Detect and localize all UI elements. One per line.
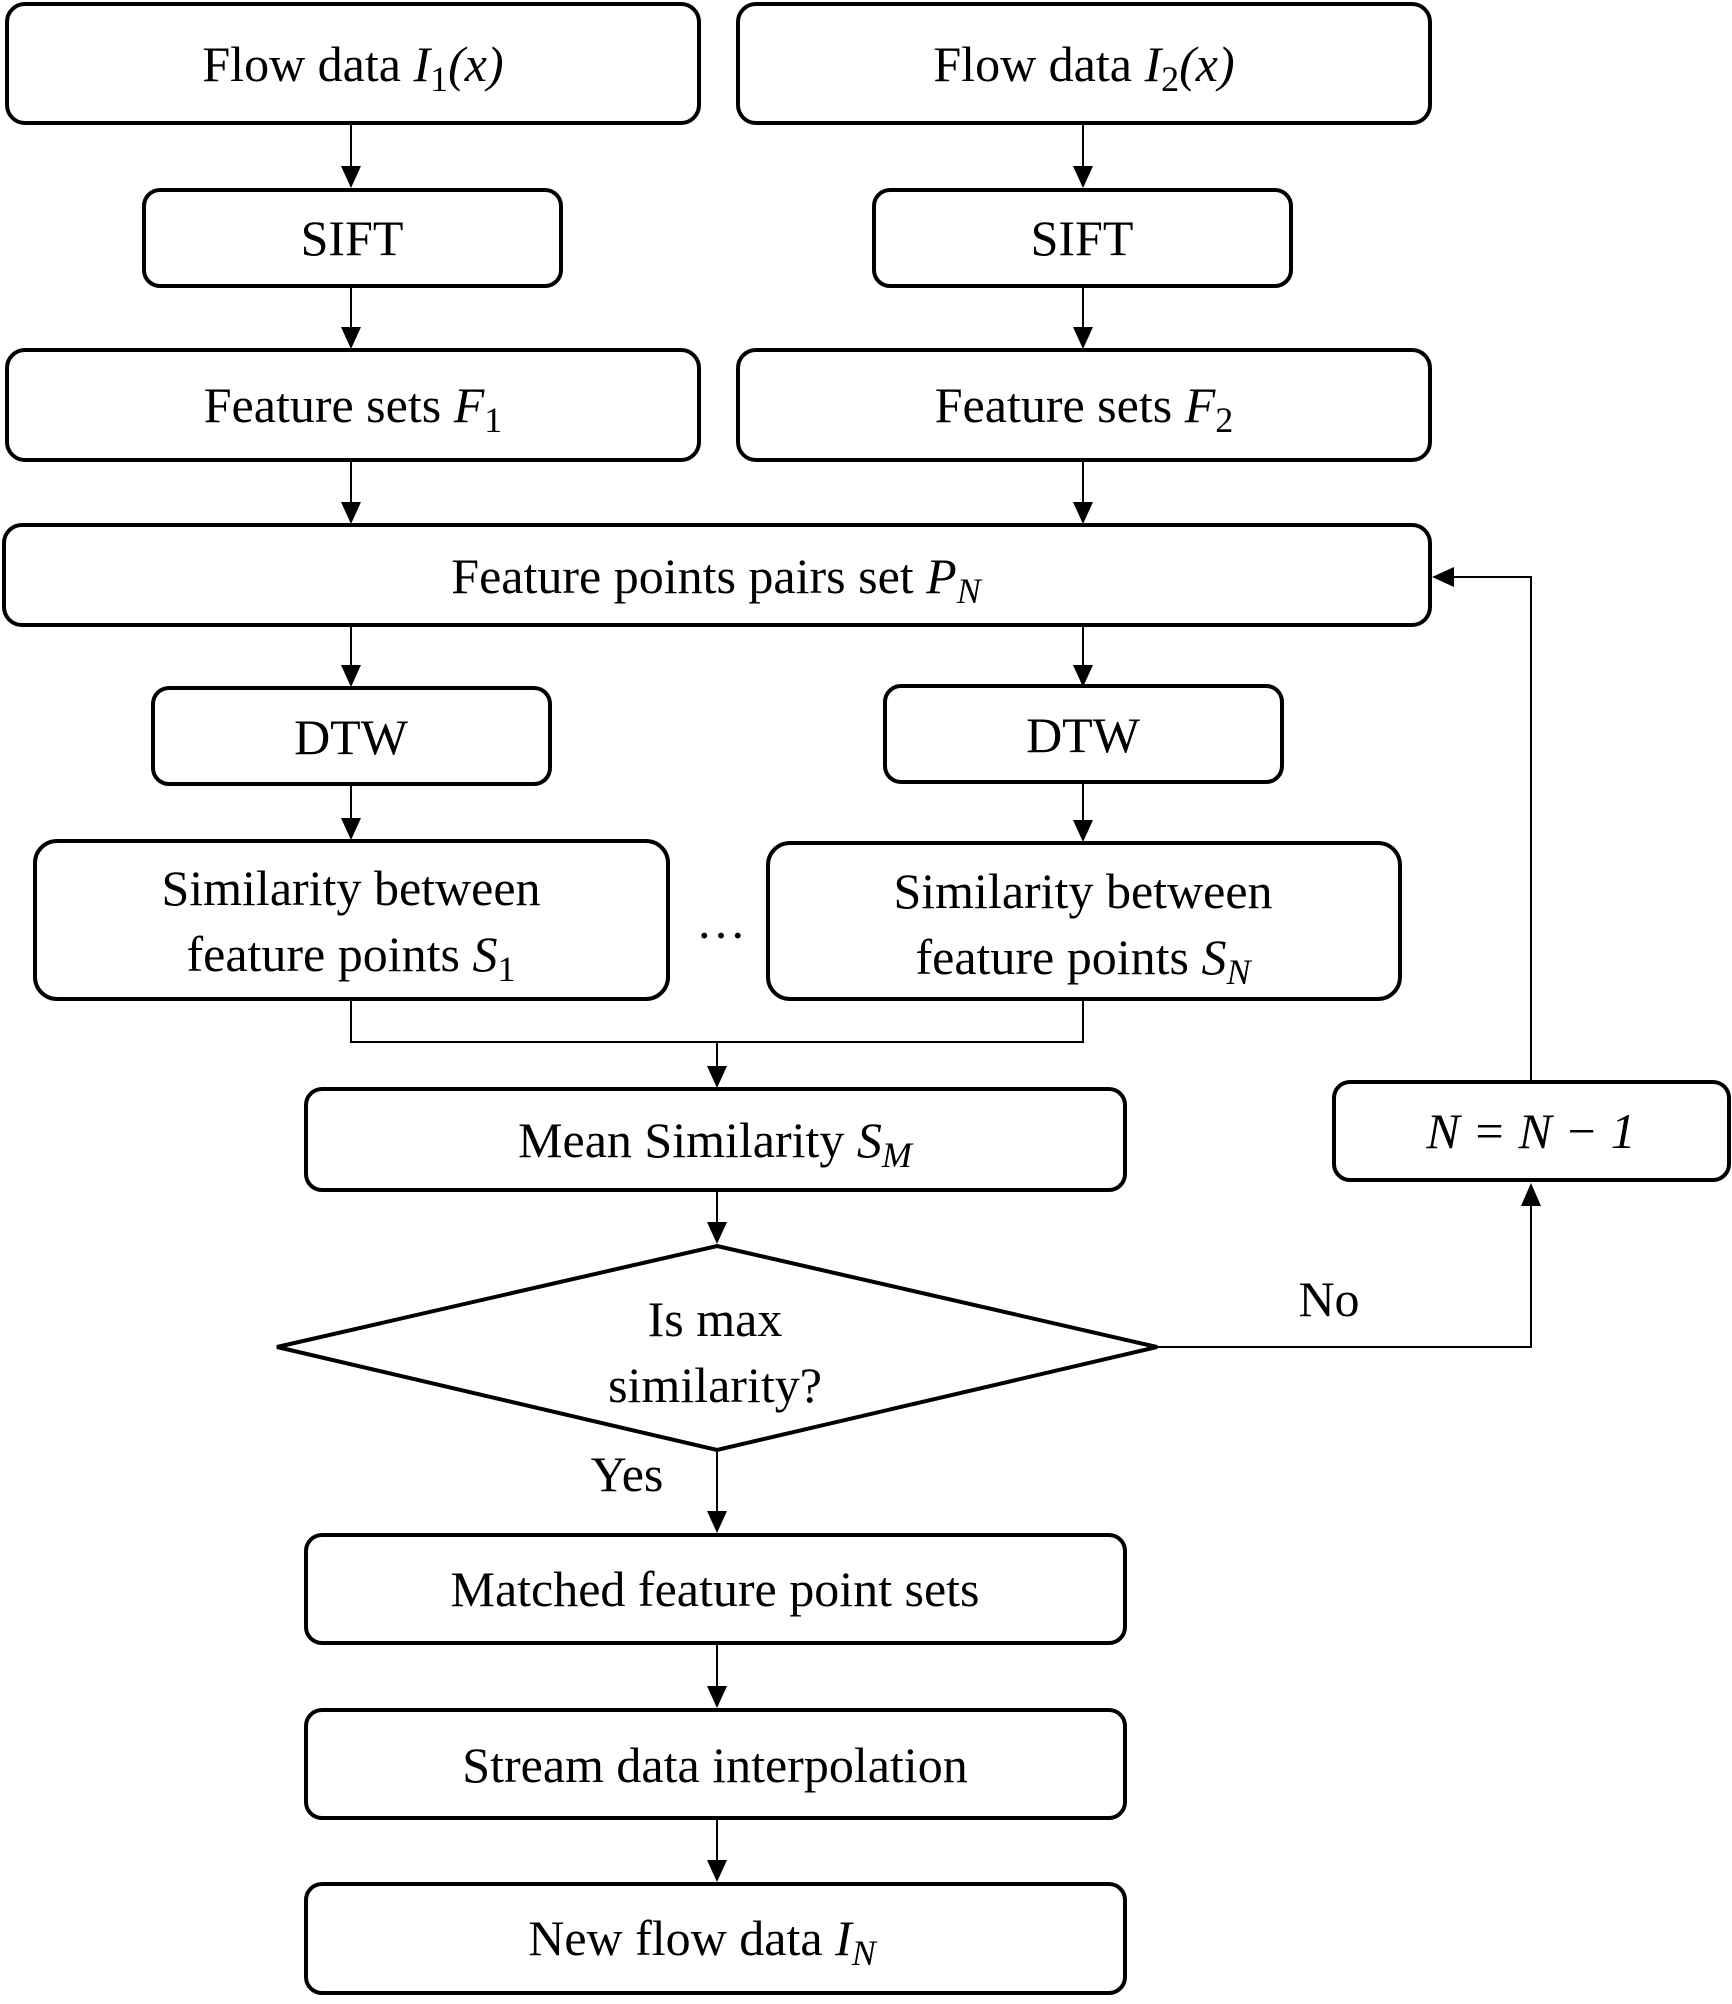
flow2-label: Flow data I2(x) [933, 36, 1234, 99]
feat1-label: Feature sets F1 [204, 377, 502, 440]
arrowhead [1073, 820, 1093, 842]
sim1-line2: feature points S1 [186, 926, 515, 989]
decision-node: Is max similarity? [276, 1243, 1158, 1453]
mean-label: Mean Similarity SM [518, 1112, 914, 1175]
arrowhead [1073, 166, 1093, 188]
newflow-label: New flow data IN [528, 1910, 878, 1973]
newflow-node: New flow data IN [304, 1882, 1127, 1995]
arrowhead [341, 665, 361, 687]
dtwN-node: DTW [883, 684, 1284, 784]
matched-label: Matched feature point sets [451, 1561, 980, 1617]
sim1-line1: Similarity between [161, 860, 540, 916]
flow1-node: Flow data I1(x) [5, 2, 701, 125]
arrowhead [341, 502, 361, 524]
arrowhead [707, 1222, 727, 1244]
arrowhead [707, 1066, 727, 1088]
simN-line1: Similarity between [893, 863, 1272, 919]
feat2-node: Feature sets F2 [736, 348, 1432, 462]
sift1-label: SIFT [301, 210, 404, 266]
sift1-node: SIFT [142, 188, 563, 288]
sim1-node: Similarity between feature points S1 [33, 839, 670, 1001]
pairs-label: Feature points pairs set PN [451, 548, 982, 611]
arrowhead [341, 166, 361, 188]
interp-label: Stream data interpolation [462, 1737, 967, 1793]
decision-line2: similarity? [608, 1357, 822, 1413]
arrowhead [707, 1686, 727, 1708]
arrowhead [707, 1511, 727, 1533]
arrowhead [1073, 502, 1093, 524]
edge-sims-merge [350, 1000, 1084, 1043]
arrowhead [1521, 1183, 1541, 1206]
simN-line2: feature points SN [915, 929, 1252, 992]
decrement-node: N = N − 1 [1332, 1080, 1731, 1182]
flow2-node: Flow data I2(x) [736, 2, 1432, 125]
arrowhead [1432, 567, 1454, 587]
yes-label: Yes [591, 1446, 664, 1502]
mean-node: Mean Similarity SM [304, 1087, 1127, 1192]
interp-node: Stream data interpolation [304, 1708, 1127, 1820]
simN-node: Similarity between feature points SN [766, 841, 1402, 1001]
dtw1-label: DTW [294, 709, 409, 765]
sift2-node: SIFT [872, 188, 1293, 288]
matched-node: Matched feature point sets [304, 1533, 1127, 1645]
sift2-label: SIFT [1031, 210, 1134, 266]
arrowhead [1073, 665, 1093, 687]
connectors [341, 125, 1541, 1882]
decrement-label: N = N − 1 [1425, 1103, 1635, 1159]
edge-loop-back [1454, 576, 1532, 1080]
edge-decision-no [1157, 1206, 1532, 1348]
feat1-node: Feature sets F1 [5, 348, 701, 462]
arrowhead [341, 818, 361, 840]
dtw1-node: DTW [151, 686, 552, 786]
decision-line1: Is max [648, 1291, 783, 1347]
no-label: No [1298, 1271, 1359, 1327]
ellipsis: … [696, 893, 746, 949]
dtwN-label: DTW [1026, 707, 1141, 763]
pairs-node: Feature points pairs set PN [2, 523, 1432, 627]
arrowhead [341, 327, 361, 349]
flow1-label: Flow data I1(x) [202, 36, 503, 99]
arrowhead [1073, 327, 1093, 349]
arrowhead [707, 1860, 727, 1882]
feat2-label: Feature sets F2 [935, 377, 1233, 440]
